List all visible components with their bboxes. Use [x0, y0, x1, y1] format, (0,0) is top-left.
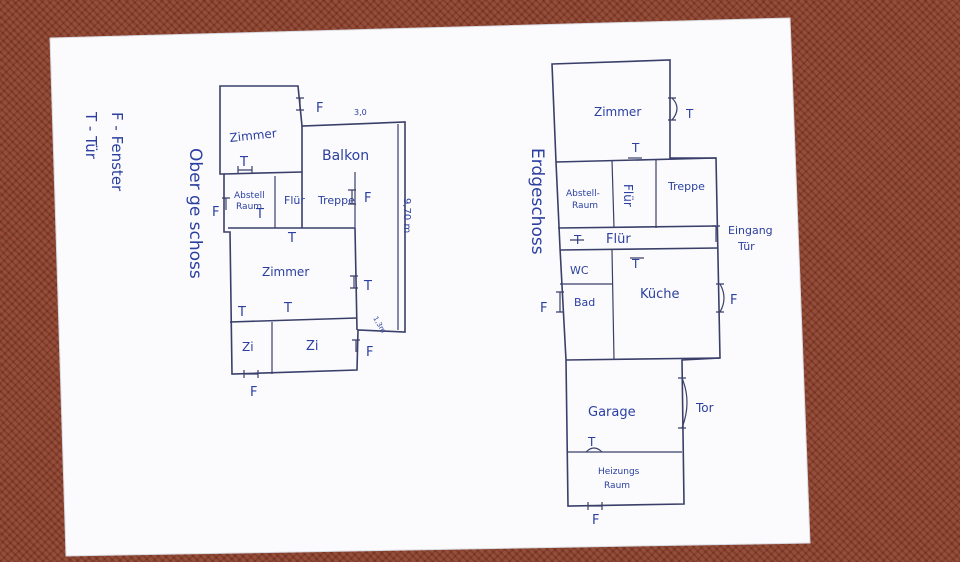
legend-tuer: T - Tür [82, 111, 100, 160]
window-mark: F [212, 205, 219, 220]
paper-sheet [49, 17, 811, 557]
upper-wall [354, 227, 358, 331]
room-label: Zimmer [594, 105, 641, 119]
upper-floor-plan: Ober ge schoss Zimmer Balkon Abstell Rau… [185, 85, 412, 400]
room-label: Zimmer [229, 126, 278, 145]
gate-label: Tor [695, 401, 714, 415]
upper-floor-title: Ober ge schoss [185, 148, 205, 279]
door-symbol [712, 225, 720, 242]
room-label: Raum [604, 481, 630, 491]
window-mark: F [730, 293, 737, 308]
entrance-label: Eingang [728, 224, 773, 237]
room-label: Treppe [317, 194, 355, 207]
window-symbol [222, 197, 230, 210]
door-symbol [350, 275, 358, 289]
door-mark: T [283, 301, 292, 316]
legend-fenster: F - Fenster [108, 112, 126, 192]
room-label: Raum [236, 202, 262, 212]
window-mark: F [540, 301, 547, 316]
room-label: Garage [588, 405, 636, 420]
window-symbol [352, 339, 360, 352]
window-mark: F [364, 191, 371, 206]
ground-wall [611, 159, 615, 229]
room-label: Treppe [667, 180, 705, 193]
room-label: Abstell [234, 191, 265, 201]
window-mark: F [316, 101, 323, 116]
window-symbol [348, 189, 356, 205]
ground-wall [555, 157, 717, 163]
room-label: WC [570, 264, 589, 277]
room-label: Flür [284, 194, 305, 207]
upper-wall [229, 317, 358, 323]
room-label: Abstell- [566, 189, 600, 199]
room-label: Bad [574, 296, 595, 309]
room-label: Flür [606, 232, 631, 247]
door-mark: T [255, 207, 264, 222]
room-label: Küche [640, 287, 680, 302]
dimension-label: 9,70 m [401, 198, 412, 233]
room-label: Zi [306, 339, 319, 354]
door-mark: T [363, 279, 372, 294]
room-label: Flür [621, 184, 635, 207]
door-mark: T [287, 231, 296, 246]
door-symbol [570, 239, 644, 259]
door-mark: T [631, 257, 640, 271]
window-symbol [296, 97, 304, 111]
door-symbol [237, 166, 253, 174]
room-label: Raum [572, 201, 598, 211]
window-symbol [587, 502, 603, 510]
ground-wall [611, 249, 615, 361]
window-mark: F [250, 385, 257, 400]
ground-floor-title: Erdgeschoss [527, 148, 547, 255]
upper-wall [223, 171, 303, 175]
ground-wall [559, 247, 719, 251]
ground-floor-plan: Erdgeschoss Zimmer Abstell- Raum Flür Tr… [527, 59, 773, 528]
door-symbol [585, 447, 603, 453]
window-mark: F [592, 513, 599, 528]
room-label: Zi [242, 340, 254, 354]
door-mark: T [237, 305, 246, 320]
door-mark: T [587, 435, 596, 449]
legend: F - Fenster T - Tür [82, 111, 126, 192]
ground-wall [557, 225, 717, 229]
window-symbol [556, 291, 564, 313]
ground-wall [565, 357, 721, 361]
window-symbol [716, 283, 725, 313]
window-mark: F [366, 345, 373, 360]
door-mark: T [631, 141, 640, 155]
entrance-label: Tür [737, 240, 755, 253]
ground-outline [551, 59, 721, 507]
door-mark: T [685, 107, 694, 121]
door-symbol [668, 97, 678, 121]
room-label: Zimmer [262, 265, 309, 279]
dimension-label: 3,0 [354, 108, 367, 117]
room-label: Balkon [322, 148, 369, 164]
door-mark: T [239, 155, 248, 170]
room-label: Heizungs [598, 467, 640, 477]
window-symbol [243, 370, 259, 378]
gate-symbol [678, 377, 688, 429]
